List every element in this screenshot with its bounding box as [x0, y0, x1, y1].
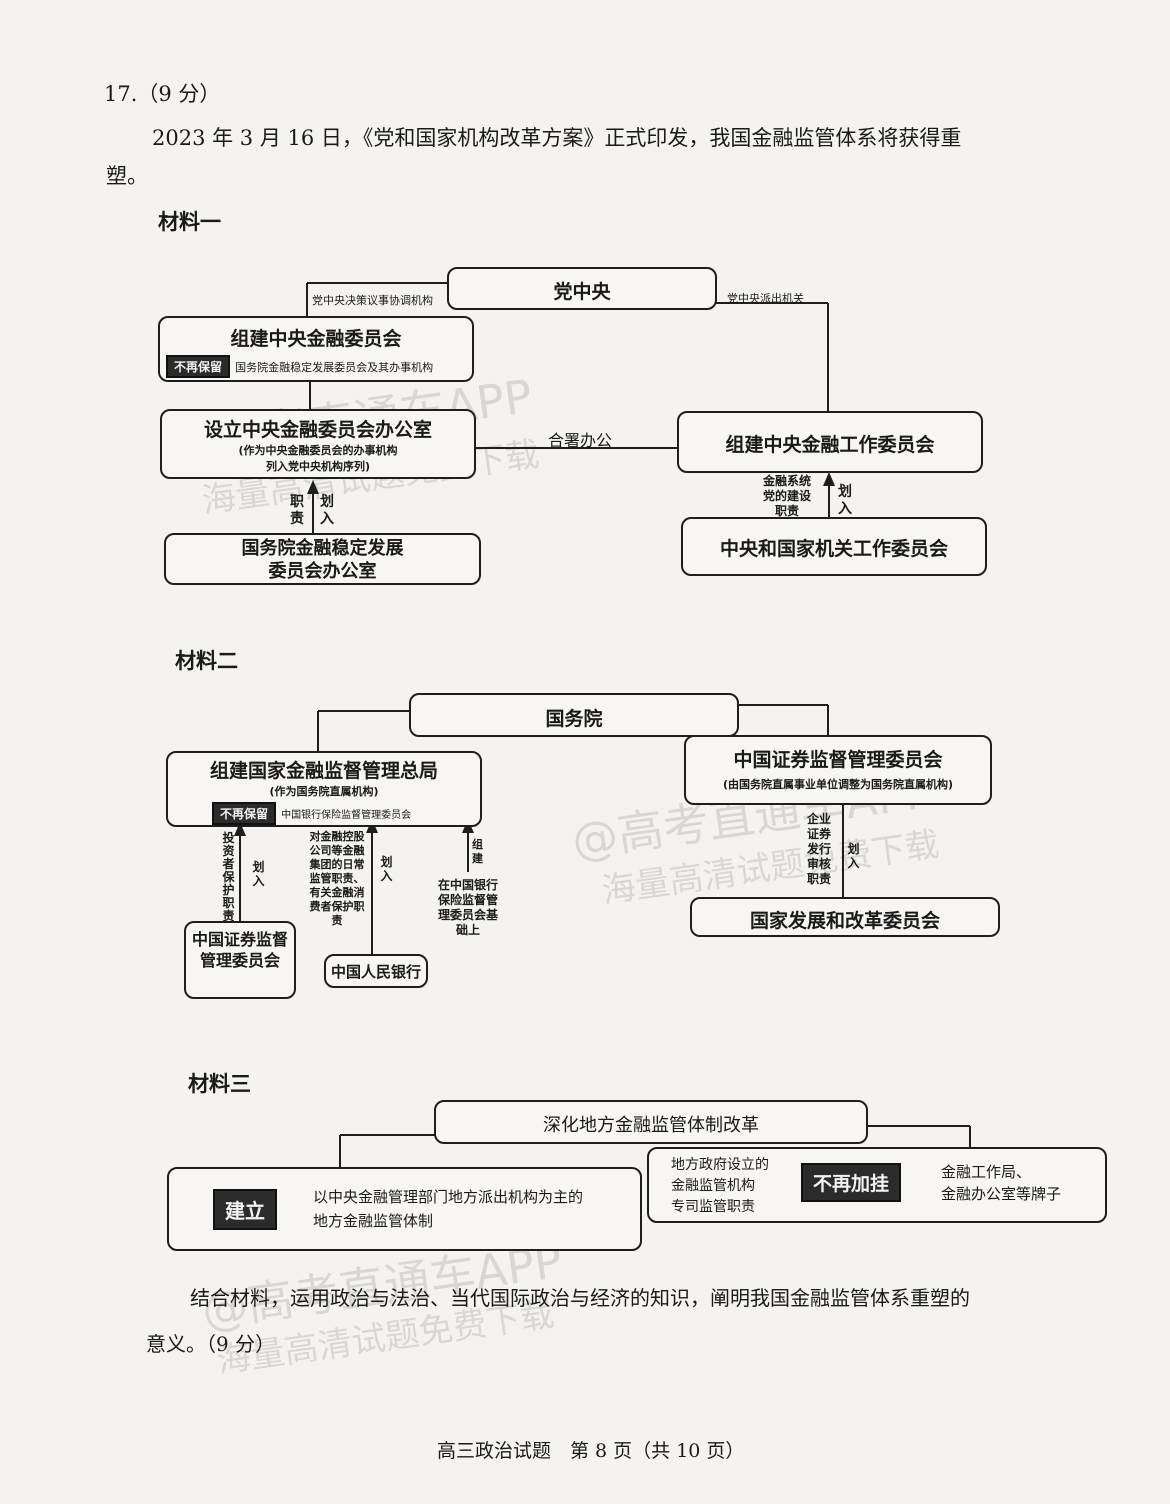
- csrc-source-label: 中国证券监督管理委员会: [191, 930, 288, 970]
- no-retain-text: 国务院金融稳定发展委员会及其办事机构: [235, 361, 434, 374]
- no-longer-text-line1: 金融工作局、: [941, 1163, 1032, 1181]
- transfer-label-m2-a: 划入: [252, 860, 265, 888]
- transfer-label-m2-c: 划入: [847, 842, 860, 870]
- question-number: 17.（9 分）: [104, 82, 221, 106]
- central-financial-work-committee-box: 组建中央金融工作委员会: [677, 411, 983, 473]
- prompt-line2: 意义。（9 分）: [146, 1332, 276, 1356]
- state-council-stability-office-line1: 国务院金融稳定发展: [241, 538, 404, 559]
- transfer-label-m1-left: 划入: [320, 494, 334, 527]
- state-council-stability-office-line2: 委员会办公室: [268, 561, 377, 582]
- establish-text-line2: 地方金融监管体制: [313, 1212, 434, 1230]
- prompt-line1: 结合材料，运用政治与法治、当代国际政治与经济的知识，阐明我国金融监管体系重塑的: [190, 1286, 970, 1310]
- local-reform-label: 深化地方金融监管体制改革: [543, 1115, 759, 1136]
- ndrc-label: 国家发展和改革委员会: [749, 910, 940, 932]
- no-retain-text-m2: 中国银行保险监督管理委员会: [281, 810, 412, 821]
- party-center-label: 党中央: [553, 281, 611, 303]
- build-basis-label: 在中国银行保险监督管理委员会基础上: [437, 878, 498, 937]
- central-financial-commission-box: 组建中央金融委员会 不再保留 国务院金融稳定发展委员会及其办事机构: [158, 316, 474, 382]
- csrc-box: 中国证券监督管理委员会 (由国务院直属事业单位调整为国务院直属机构): [684, 735, 992, 805]
- issuance-review-duty-label: 企业证券发行审核职责: [806, 812, 831, 886]
- ndrc-box: 国家发展和改革委员会: [690, 897, 1000, 937]
- establish-text-line1: 以中央金融管理部门地方派出机构为主的: [313, 1188, 584, 1206]
- central-financial-commission-title: 组建中央金融委员会: [230, 328, 402, 350]
- central-organs-work-committee-label: 中央和国家机关工作委员会: [719, 538, 948, 560]
- commission-office-title: 设立中央金融委员会办公室: [203, 419, 432, 441]
- establish-box: 建立 以中央金融管理部门地方派出机构为主的 地方金融监管体制: [167, 1167, 642, 1251]
- state-council-stability-office-box: 国务院金融稳定发展 委员会办公室: [164, 533, 481, 585]
- question-intro: 2023 年 3 月 16 日，《党和国家机构改革方案》正式印发，我国金融监管体…: [152, 126, 962, 150]
- question-intro-continued: 塑。: [106, 164, 148, 188]
- financial-regulatory-administration-note: (作为国务院直属机构): [269, 785, 379, 798]
- party-building-duty-label: 金融系统党的建设职责: [762, 474, 811, 518]
- material1-heading: 材料一: [158, 210, 221, 234]
- csrc-source-box: 中国证券监督管理委员会: [184, 921, 296, 999]
- joint-office-label: 合署办公: [548, 431, 613, 450]
- no-longer-tag: 不再加挂: [801, 1163, 902, 1202]
- pboc-box: 中国人民银行: [324, 954, 428, 988]
- page-footer: 高三政治试题 第 8 页（共 10 页）: [437, 1440, 745, 1462]
- central-organs-work-committee-box: 中央和国家机关工作委员会: [681, 517, 987, 576]
- holding-company-duty-label: 对金融控股公司等金融集团的日常监管职责、有关金融消费者保护职责: [309, 830, 365, 927]
- transfer-label-m2-b: 划入: [380, 855, 393, 883]
- local-reform-box: 深化地方金融监管体制改革: [434, 1100, 868, 1144]
- no-retain-tag-m2: 不再保留: [212, 802, 277, 825]
- pboc-label: 中国人民银行: [330, 963, 421, 981]
- right-connector-label: 党中央派出机关: [727, 292, 804, 305]
- commission-office-note2: 列入党中央机构序列): [265, 460, 371, 473]
- no-longer-text-line2: 金融办公室等牌子: [941, 1185, 1062, 1203]
- local-government-box: 地方政府设立的 金融监管机构 专司监管职责 不再加挂 金融工作局、 金融办公室等…: [647, 1147, 1107, 1223]
- csrc-note: (由国务院直属事业单位调整为国务院直属机构): [722, 778, 954, 791]
- establish-tag: 建立: [213, 1189, 277, 1230]
- financial-regulatory-administration-title: 组建国家金融监督管理总局: [209, 760, 438, 782]
- state-council-label: 国务院: [545, 708, 603, 730]
- local-text-line3: 专司监管职责: [671, 1199, 755, 1215]
- state-council-box: 国务院: [409, 693, 739, 737]
- investor-protection-duty-label: 投资者保护职责: [222, 831, 235, 923]
- local-text-line2: 金融监管机构: [671, 1178, 755, 1194]
- transfer-label-m1-right: 划入: [838, 484, 852, 517]
- material3-heading: 材料三: [188, 1072, 251, 1096]
- csrc-title: 中国证券监督管理委员会: [733, 749, 943, 771]
- duty-label: 职责: [290, 494, 304, 527]
- financial-regulatory-administration-box: 组建国家金融监督管理总局 (作为国务院直属机构) 不再保留 中国银行保险监督管理…: [166, 751, 482, 827]
- build-label: 组建: [472, 838, 483, 865]
- material2-heading: 材料二: [175, 649, 238, 673]
- commission-office-note1: (作为中央金融委员会的办事机构: [238, 444, 398, 457]
- commission-office-box: 设立中央金融委员会办公室 (作为中央金融委员会的办事机构 列入党中央机构序列): [160, 409, 476, 479]
- local-text-line1: 地方政府设立的: [671, 1157, 769, 1173]
- central-financial-work-committee-label: 组建中央金融工作委员会: [725, 434, 935, 456]
- no-retain-tag: 不再保留: [166, 355, 231, 378]
- party-center-box: 党中央: [447, 267, 717, 310]
- left-connector-label: 党中央决策议事协调机构: [312, 294, 433, 307]
